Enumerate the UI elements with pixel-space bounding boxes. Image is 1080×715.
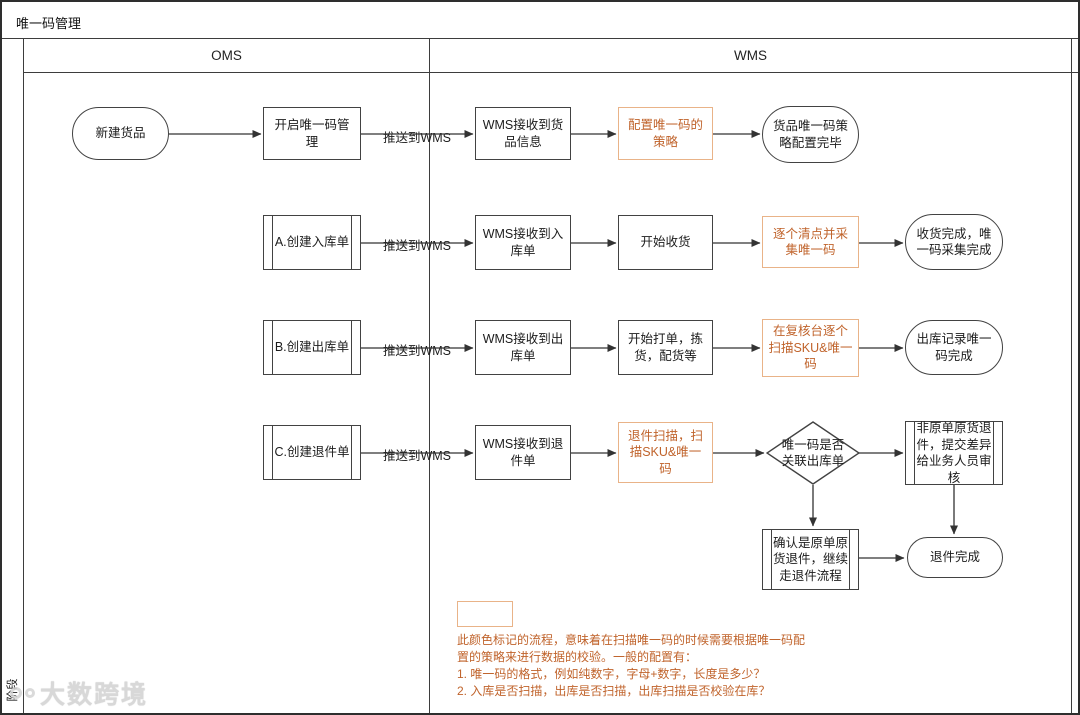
edge-label-push-row3: 推送到WMS [382,344,452,358]
lane-header-bottom-line [23,72,1078,73]
pool-right-line [1071,38,1072,713]
node-return-done: 退件完成 [907,537,1003,578]
phase-column-line [23,38,24,713]
node-print-pick-prepare: 开始打单，拣货，配货等 [618,320,713,375]
node-outbound-record-done: 出库记录唯一码完成 [905,320,1003,375]
node-strategy-done: 货品唯一码策略配置完毕 [762,106,859,163]
edge-label-push-row1: 推送到WMS [382,131,452,145]
node-scan-sku-code-check: 在复核台逐个扫描SKU&唯一码 [762,319,859,377]
node-wms-receive-inbound: WMS接收到入库单 [475,215,571,270]
legend-note-line2: 置的策略来进行数据的校验。一般的配置有： [457,650,698,664]
edge-label-push-row4: 推送到WMS [382,449,452,463]
node-mismatch-return-review: 非原单原货退件，提交差异给业务人员审核 [905,421,1003,485]
node-wms-receive-return: WMS接收到退件单 [475,425,571,480]
node-new-product: 新建货品 [72,107,169,160]
watermark-logo-circle-icon [10,687,22,699]
legend-note-line3: 1. 唯一码的格式，例如纯数字，字母+数字，长度是多少？ [457,667,766,681]
node-return-scan: 退件扫描，扫描SKU&唯一码 [618,422,713,483]
decision-code-linked-outbound: 唯一码是否关联出库单 [766,421,860,485]
node-receiving-done: 收货完成，唯一码采集完成 [905,214,1003,270]
node-count-collect-code: 逐个清点并采集唯一码 [762,216,859,268]
decision-label: 唯一码是否关联出库单 [781,437,845,469]
watermark-text: 大数跨境 [40,681,149,709]
page-title: 唯一码管理 [16,16,82,31]
node-create-outbound-order: B.创建出库单 [263,320,361,375]
node-wms-receive-product: WMS接收到货品信息 [475,107,571,160]
watermark-logo-circle2-icon [25,688,35,698]
legend-note-line4: 2. 入库是否扫描，出库是否扫描，出库扫描是否校验在库？ [457,684,771,698]
node-confirm-original-return: 确认是原单原货退件，继续走退件流程 [762,529,859,590]
edge-label-push-row2: 推送到WMS [382,239,452,253]
node-enable-unique-code: 开启唯一码管理 [263,107,361,160]
node-start-receiving: 开始收货 [618,215,713,270]
legend-note: 此颜色标记的流程，意味着在扫描唯一码的时候需要根据唯一码配 置的策略来进行数据的… [457,632,877,700]
node-configure-strategy: 配置唯一码的策略 [618,107,713,160]
legend-color-swatch [457,601,513,627]
legend-note-line1: 此颜色标记的流程，意味着在扫描唯一码的时候需要根据唯一码配 [457,633,806,647]
watermark: 大数跨境 [10,675,148,711]
node-create-return-order: C.创建退件单 [263,425,361,480]
node-wms-receive-outbound: WMS接收到出库单 [475,320,571,375]
decision-diamond-shape [766,421,860,485]
pool-top-line [2,38,1078,39]
lane-header-oms: OMS [211,47,242,63]
lane-divider-line [429,38,430,713]
lane-header-wms: WMS [734,47,767,63]
node-create-inbound-order: A.创建入库单 [263,215,361,270]
